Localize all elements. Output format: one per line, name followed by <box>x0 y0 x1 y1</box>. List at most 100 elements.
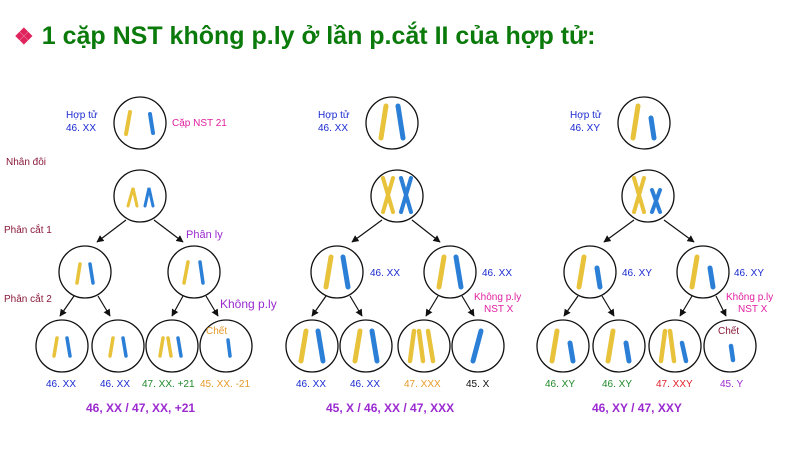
p3-chromosome <box>549 328 560 364</box>
p3-cell-label-2: 46. XY <box>602 379 632 390</box>
p2-chromosome <box>340 254 351 290</box>
diamond-bullet-icon: ❖ <box>14 24 34 49</box>
p3-chromosome <box>650 188 662 214</box>
p1-chromosome <box>121 336 128 358</box>
p1-chromosome <box>166 336 173 358</box>
p3-chromosome <box>567 340 576 364</box>
p1-arrow <box>97 295 111 317</box>
p2-cell-label-2: 46. XX <box>350 379 380 390</box>
p3-arrow <box>563 295 579 317</box>
p1-dead-label: Chết <box>206 325 227 337</box>
p2-cell-label-4: 45. X <box>466 379 490 390</box>
p2-right-mid-label: 46. XX <box>482 268 512 279</box>
p1-cell-4 <box>199 319 253 373</box>
p1-cell-label-3: 47. XX. +21 <box>142 379 195 390</box>
p3-cell-1 <box>536 319 590 373</box>
p2-chromosome <box>416 328 426 364</box>
p3-chromosome <box>689 254 700 290</box>
p3-chromosome <box>630 103 641 141</box>
p3-chromosome <box>667 328 677 364</box>
p2-chromosome <box>315 328 326 364</box>
p1-cell-2 <box>91 319 145 373</box>
p3-chromosome <box>658 328 668 364</box>
p2-duplicated-cell <box>370 169 424 223</box>
p3-chromosome <box>594 265 603 290</box>
panel-1: Hợp tử 46. XX Cặp NST 21 Phân ly Không p… <box>35 96 277 415</box>
p1-chromosome <box>182 260 190 285</box>
stage-label-phan-cat-1: Phân cắt 1 <box>4 223 52 236</box>
p3-chromosome <box>679 340 689 364</box>
p2-arrow <box>351 219 383 243</box>
p3-chromosome <box>707 265 716 290</box>
p1-chromosome <box>124 110 132 136</box>
p3-nondisjunction-line1: Không p.ly <box>726 292 773 303</box>
p3-dead-label: Chết <box>718 325 739 337</box>
p1-zygote-karyotype: 46. XX <box>66 123 96 134</box>
p1-zygote-label: Hợp tử <box>66 109 98 121</box>
p3-left-mid-label: 46. XY <box>622 268 652 279</box>
p2-cell-label-3: 47. XXX <box>404 379 441 390</box>
p2-chromosome <box>453 254 464 290</box>
p3-daughter-cell-left <box>563 245 617 299</box>
p1-arrow <box>96 219 127 243</box>
p1-cell-label-2: 46. XX <box>100 379 130 390</box>
stage-label-phan-cat-2: Phân cắt 2 <box>4 292 52 305</box>
p3-chromosome <box>648 115 657 141</box>
p3-cell-label-1: 46. XY <box>545 379 575 390</box>
p2-zygote-label: Hợp tử <box>318 109 350 121</box>
p3-cell-2 <box>592 319 646 373</box>
p2-cell-2 <box>339 319 393 373</box>
p3-chromosome <box>728 343 736 363</box>
p1-chromosome <box>226 338 232 358</box>
p2-arrow <box>311 295 327 317</box>
p3-zygote-label: Hợp tử <box>570 109 602 121</box>
p3-arrow <box>715 295 727 317</box>
p2-chromosome <box>381 176 395 214</box>
p3-chromosome <box>632 176 646 214</box>
p3-zygote-karyotype: 46. XY <box>570 123 600 134</box>
p1-chromosome <box>158 336 165 358</box>
p3-arrow <box>603 219 635 243</box>
p2-left-mid-label: 46. XX <box>370 268 400 279</box>
p1-cell-3 <box>145 319 199 373</box>
p2-arrow <box>411 219 441 243</box>
p3-cell-3 <box>648 319 702 373</box>
slide-title-text: 1 cặp NST không p.ly ở lần p.cắt II của … <box>41 22 596 50</box>
p2-chromosome <box>378 103 389 141</box>
p2-chromosome <box>352 328 363 364</box>
p2-chromosome <box>369 328 380 364</box>
p1-division2-note: Không p.ly <box>220 297 277 311</box>
p1-daughter-cell-left <box>58 245 112 299</box>
p1-cell-1 <box>35 319 89 373</box>
p1-cell-label-1: 46. XX <box>46 379 76 390</box>
panel-3: Hợp tử 46. XY 46. XY 46. XY Không p.ly N <box>536 96 773 415</box>
p1-chromosome <box>148 112 155 135</box>
p2-cell-1 <box>285 319 339 373</box>
p3-daughter-cell-right <box>676 245 730 299</box>
p3-cell-label-3: 47. XXY <box>656 379 693 390</box>
p2-cell-3 <box>397 319 451 373</box>
p2-arrow <box>349 295 363 317</box>
p1-pair-label: Cặp NST 21 <box>172 118 227 129</box>
p2-chromosome <box>470 328 484 364</box>
p2-chromosome <box>436 254 447 290</box>
p1-chromosome <box>52 336 59 358</box>
p1-cell-label-4: 45. XX. -21 <box>200 379 250 390</box>
p1-zygote-cell <box>113 96 167 150</box>
p3-summary: 46, XY / 47, XXY <box>592 401 682 415</box>
p3-cell-label-4: 45. Y <box>720 379 743 390</box>
p2-chromosome <box>425 328 436 364</box>
p2-zygote-karyotype: 46. XX <box>318 123 348 134</box>
p3-chromosome <box>605 328 616 364</box>
p1-chromosome <box>176 336 183 358</box>
p2-arrow <box>461 295 475 317</box>
p1-summary: 46, XX / 47, XX, +21 <box>86 401 195 415</box>
p2-chromosome <box>399 176 413 214</box>
p2-chromosome <box>323 254 334 290</box>
p2-chromosome <box>298 328 309 364</box>
p2-daughter-cell-right <box>423 245 477 299</box>
p1-arrow <box>205 295 219 317</box>
panel-2: Hợp tử 46. XX 46. XX 46. XX Không p.ly N <box>285 96 521 415</box>
